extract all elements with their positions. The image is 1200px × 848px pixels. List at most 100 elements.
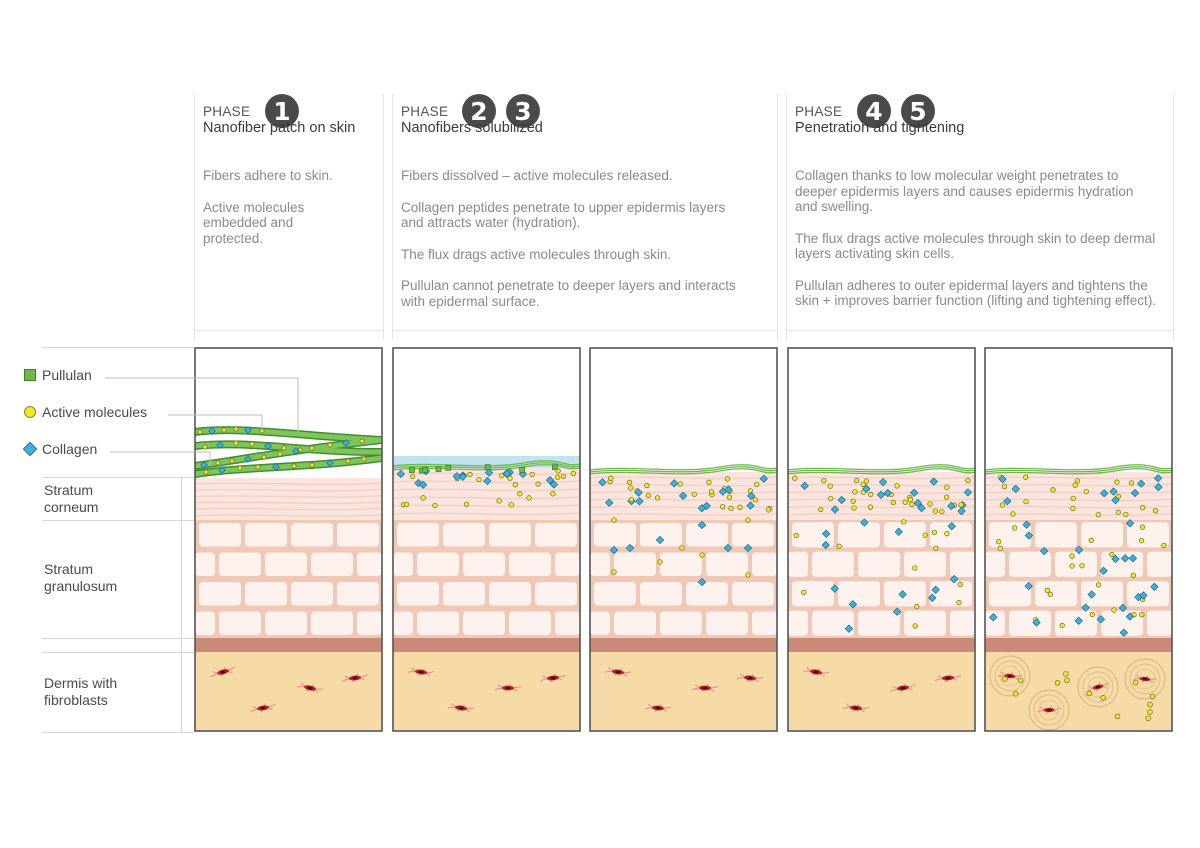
active-molecule-dot	[644, 482, 650, 489]
fibroblast-process	[1088, 682, 1107, 692]
active-molecule-dot	[499, 472, 505, 479]
collagen-diamond	[452, 472, 462, 481]
phase-1-desc-line: Fibers adhere to skin.	[203, 168, 333, 183]
collagen-diamond	[876, 490, 886, 499]
granulosum-cell	[509, 552, 551, 576]
active-molecule-dot	[1002, 676, 1008, 682]
granulosum-cell	[219, 611, 261, 635]
granulosum-cell	[1009, 551, 1051, 577]
phase-1-title: Nanofiber patch on skin	[203, 120, 356, 136]
fibroblast-process	[846, 703, 865, 713]
active-molecule-dot	[1111, 607, 1117, 613]
fibroblast-process	[892, 683, 913, 693]
collagen-diamond	[947, 501, 956, 511]
label-stratum-granulosum: Stratum granulosum	[44, 561, 118, 594]
active-molecule-dot	[535, 481, 541, 487]
active-molecule-dot	[608, 475, 614, 481]
active-molecule-dot	[827, 483, 833, 489]
granulosum-cell	[397, 582, 439, 606]
activation-ring	[1087, 676, 1109, 698]
granulosum-cell	[950, 610, 975, 636]
active-molecule-dot	[851, 505, 857, 511]
active-molecule-dot	[931, 529, 938, 535]
active-molecule-dot	[507, 475, 513, 481]
active-molecule-dot	[1128, 480, 1135, 486]
granulosum-cell	[686, 582, 728, 606]
active-molecule-dot	[1012, 691, 1019, 697]
granulosum-cell	[838, 581, 880, 607]
collagen-diamond	[949, 574, 959, 584]
collagen-diamond	[1109, 487, 1118, 496]
active-molecule-dot	[720, 504, 726, 510]
phase-1-separator	[195, 330, 383, 331]
active-molecule-dot	[476, 476, 482, 483]
active-molecule-dot	[957, 581, 963, 588]
active-molecule-dot	[291, 463, 297, 469]
collagen-diamond	[862, 484, 871, 493]
active-molecule-dot	[526, 495, 532, 501]
phase-2-3-word: PHASE	[401, 104, 449, 119]
active-molecule-dot	[944, 531, 950, 537]
collagen-diamond	[605, 498, 614, 507]
active-molecule-dot	[1138, 537, 1145, 544]
fibroblast-nucleus	[853, 706, 859, 710]
active-molecule-dot	[868, 491, 874, 498]
active-molecule-dot	[912, 565, 918, 571]
active-molecule-dot	[1089, 611, 1095, 618]
collagen-diamond	[860, 518, 869, 527]
active-molecule-dot	[277, 451, 283, 457]
active-molecule-dot	[1063, 671, 1069, 677]
legend-label: Collagen	[42, 441, 98, 457]
active-molecule-dot	[1070, 505, 1076, 511]
active-molecule-dot	[679, 545, 685, 551]
fibroblast-cell	[1037, 705, 1061, 715]
granulosum-cell	[594, 582, 636, 606]
active-molecule-dot	[1114, 713, 1121, 720]
active-molecule-dot	[233, 426, 239, 432]
active-molecule-dot	[1095, 582, 1102, 588]
phase-2-number-badge: 2	[462, 94, 496, 128]
active-molecule-dot	[203, 469, 209, 475]
pullulan-square	[484, 464, 491, 470]
activation-ring	[1077, 666, 1119, 708]
granulosum-cell	[838, 522, 880, 548]
pullulan-film-line	[984, 466, 1173, 473]
granulosum-cell	[1101, 551, 1143, 577]
pullulan-film-line	[984, 464, 1173, 471]
active-molecule-dot	[1114, 479, 1120, 485]
granulosum-cell	[393, 611, 413, 635]
phase-1-badges: 1	[265, 94, 299, 128]
corneum-strata-line	[589, 512, 778, 516]
active-molecule-dot	[570, 470, 576, 477]
granulosum-cell	[640, 523, 682, 547]
collagen-diamond	[747, 491, 756, 501]
active-molecule-dot	[512, 482, 518, 488]
fibroblast-cell	[736, 673, 764, 683]
pullulan-film-line	[589, 466, 778, 473]
fibroblast-cell	[997, 671, 1023, 681]
phase-4-5-desc-line: Pullulan adheres to outer epidermal laye…	[795, 277, 1157, 309]
fibroblast-process	[806, 667, 825, 677]
active-molecule-dot	[728, 505, 734, 511]
collagen-diamond	[697, 504, 707, 513]
skin-panel-3	[589, 348, 778, 731]
corneum-strata-line	[787, 490, 976, 494]
pullulan-film-line	[589, 464, 778, 471]
active-molecule-dot	[255, 464, 261, 470]
collagen-diamond	[625, 543, 635, 553]
label-stratum-corneum: Stratum corneum	[44, 482, 99, 515]
granulosum-cell	[1127, 581, 1169, 607]
fibroblast-nucleus	[1046, 708, 1052, 712]
label-dermis: Dermis with fibroblasts	[44, 675, 118, 708]
granulosum-cell	[443, 523, 485, 547]
corneum-strata-line	[589, 505, 778, 509]
active-molecule-dot	[1069, 563, 1075, 569]
collagen-diamond	[821, 529, 831, 538]
granulosum-cell	[1147, 610, 1172, 636]
active-molecule-dot	[221, 427, 227, 433]
guide-line	[42, 520, 194, 521]
granulosum-cell	[443, 582, 485, 606]
active-molecule-dot	[1139, 612, 1145, 618]
collagen-diamond	[844, 624, 854, 633]
